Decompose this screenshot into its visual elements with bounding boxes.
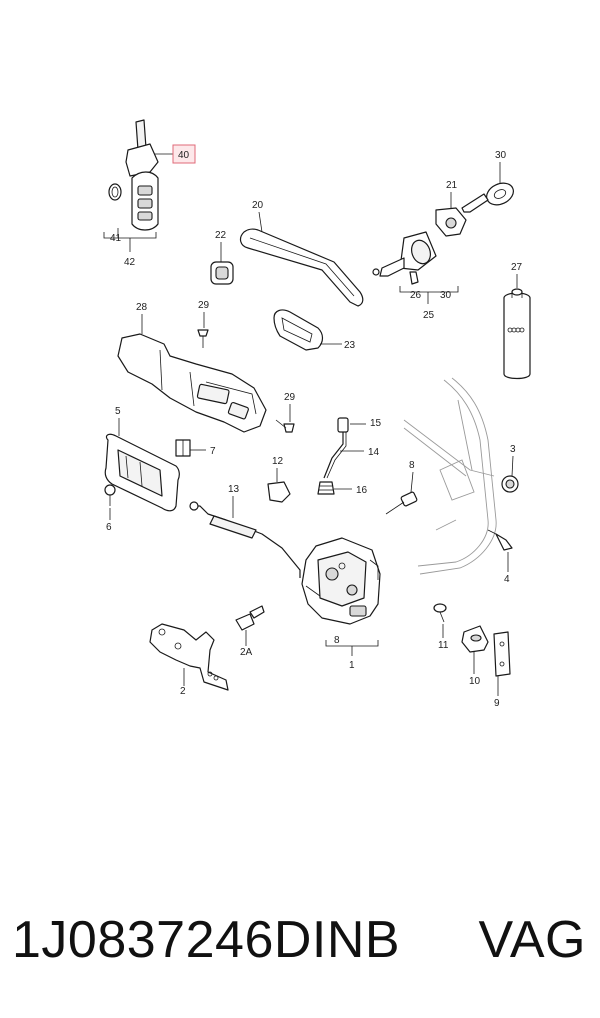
callout-2[interactable]: 2 (180, 686, 186, 697)
callout-10[interactable]: 10 (469, 676, 481, 687)
callout-29-top[interactable]: 29 (198, 300, 210, 311)
callout-40-highlight (172, 144, 196, 164)
callout-15[interactable]: 15 (370, 418, 382, 429)
lock-bracket-part[interactable] (149, 623, 229, 691)
screw-29-top-part[interactable] (197, 329, 209, 348)
callout-22[interactable]: 22 (215, 230, 227, 241)
striker-plate-part[interactable] (461, 625, 489, 653)
callout-23[interactable]: 23 (344, 340, 356, 351)
lock-knob-part[interactable] (337, 417, 349, 433)
callout-3[interactable]: 3 (510, 444, 516, 455)
key-blade-part[interactable] (125, 119, 159, 177)
callout-8-bottom[interactable]: 8 (334, 635, 340, 646)
key-part-30[interactable] (461, 179, 517, 213)
footer: 1J0837246DINB VAG (0, 900, 600, 980)
lock-cylinder-part[interactable] (372, 231, 437, 285)
outer-door-handle-part[interactable] (239, 228, 364, 307)
callout-5[interactable]: 5 (115, 406, 121, 417)
bolt-4-part[interactable] (487, 529, 513, 551)
key-remote-housing-part[interactable] (131, 171, 159, 231)
callout-14[interactable]: 14 (368, 447, 380, 458)
callout-42[interactable]: 42 (124, 257, 136, 268)
callout-25[interactable]: 25 (423, 310, 435, 321)
callout-7[interactable]: 7 (210, 446, 216, 457)
cable-clip-12-part[interactable] (267, 481, 291, 503)
pin-2A-part[interactable] (235, 605, 265, 631)
callout-9[interactable]: 9 (494, 698, 500, 709)
microswitch-part[interactable] (385, 491, 418, 515)
door-lock-exploded-diagram: 40 41 42 20 22 23 30 21 26 (103, 119, 531, 709)
callout-21[interactable]: 21 (446, 180, 458, 191)
grease-can-part[interactable] (503, 288, 531, 380)
callout-16[interactable]: 16 (356, 485, 368, 496)
callout-40[interactable]: 40 (178, 150, 190, 161)
screw-6-part[interactable] (104, 484, 116, 506)
callout-4[interactable]: 4 (504, 574, 510, 585)
callout-2A[interactable]: 2A (240, 647, 253, 658)
callout-29-bottom[interactable]: 29 (284, 392, 296, 403)
callout-27[interactable]: 27 (511, 262, 523, 273)
clip-7-part[interactable] (175, 439, 191, 457)
bowden-cable-part[interactable] (189, 501, 301, 578)
callout-20[interactable]: 20 (252, 200, 264, 211)
handle-carrier-part[interactable] (117, 333, 267, 433)
handle-gasket-part[interactable] (273, 309, 324, 351)
callout-13[interactable]: 13 (228, 484, 240, 495)
lock-rod-part[interactable] (323, 432, 347, 479)
brand-name: VAG (478, 911, 586, 969)
screw-29-bottom-part[interactable] (275, 419, 295, 433)
lock-cover-part[interactable] (435, 207, 467, 237)
callout-28[interactable]: 28 (136, 302, 148, 313)
callout-30-bottom[interactable]: 30 (440, 290, 452, 301)
striker-shim-part[interactable] (493, 631, 511, 677)
callout-30-top[interactable]: 30 (495, 150, 507, 161)
handle-trim-cap-part[interactable] (210, 261, 234, 285)
door-stop-3-part[interactable] (501, 475, 519, 493)
callout-6[interactable]: 6 (106, 522, 112, 533)
key-battery-part[interactable] (108, 183, 122, 201)
door-lock-actuator-part[interactable] (301, 537, 381, 625)
inner-handle-bracket-part[interactable] (104, 433, 180, 512)
callout-1[interactable]: 1 (349, 660, 355, 671)
callout-12[interactable]: 12 (272, 456, 284, 467)
callout-26[interactable]: 26 (410, 290, 422, 301)
callout-8-top[interactable]: 8 (409, 460, 415, 471)
bolt-11-part[interactable] (433, 603, 447, 623)
grommet-16-part[interactable] (317, 481, 335, 495)
part-number: 1J0837246DINB (12, 911, 401, 969)
door-body-outline (403, 377, 497, 575)
callout-41[interactable]: 41 (110, 233, 122, 244)
callout-11[interactable]: 11 (438, 640, 449, 651)
